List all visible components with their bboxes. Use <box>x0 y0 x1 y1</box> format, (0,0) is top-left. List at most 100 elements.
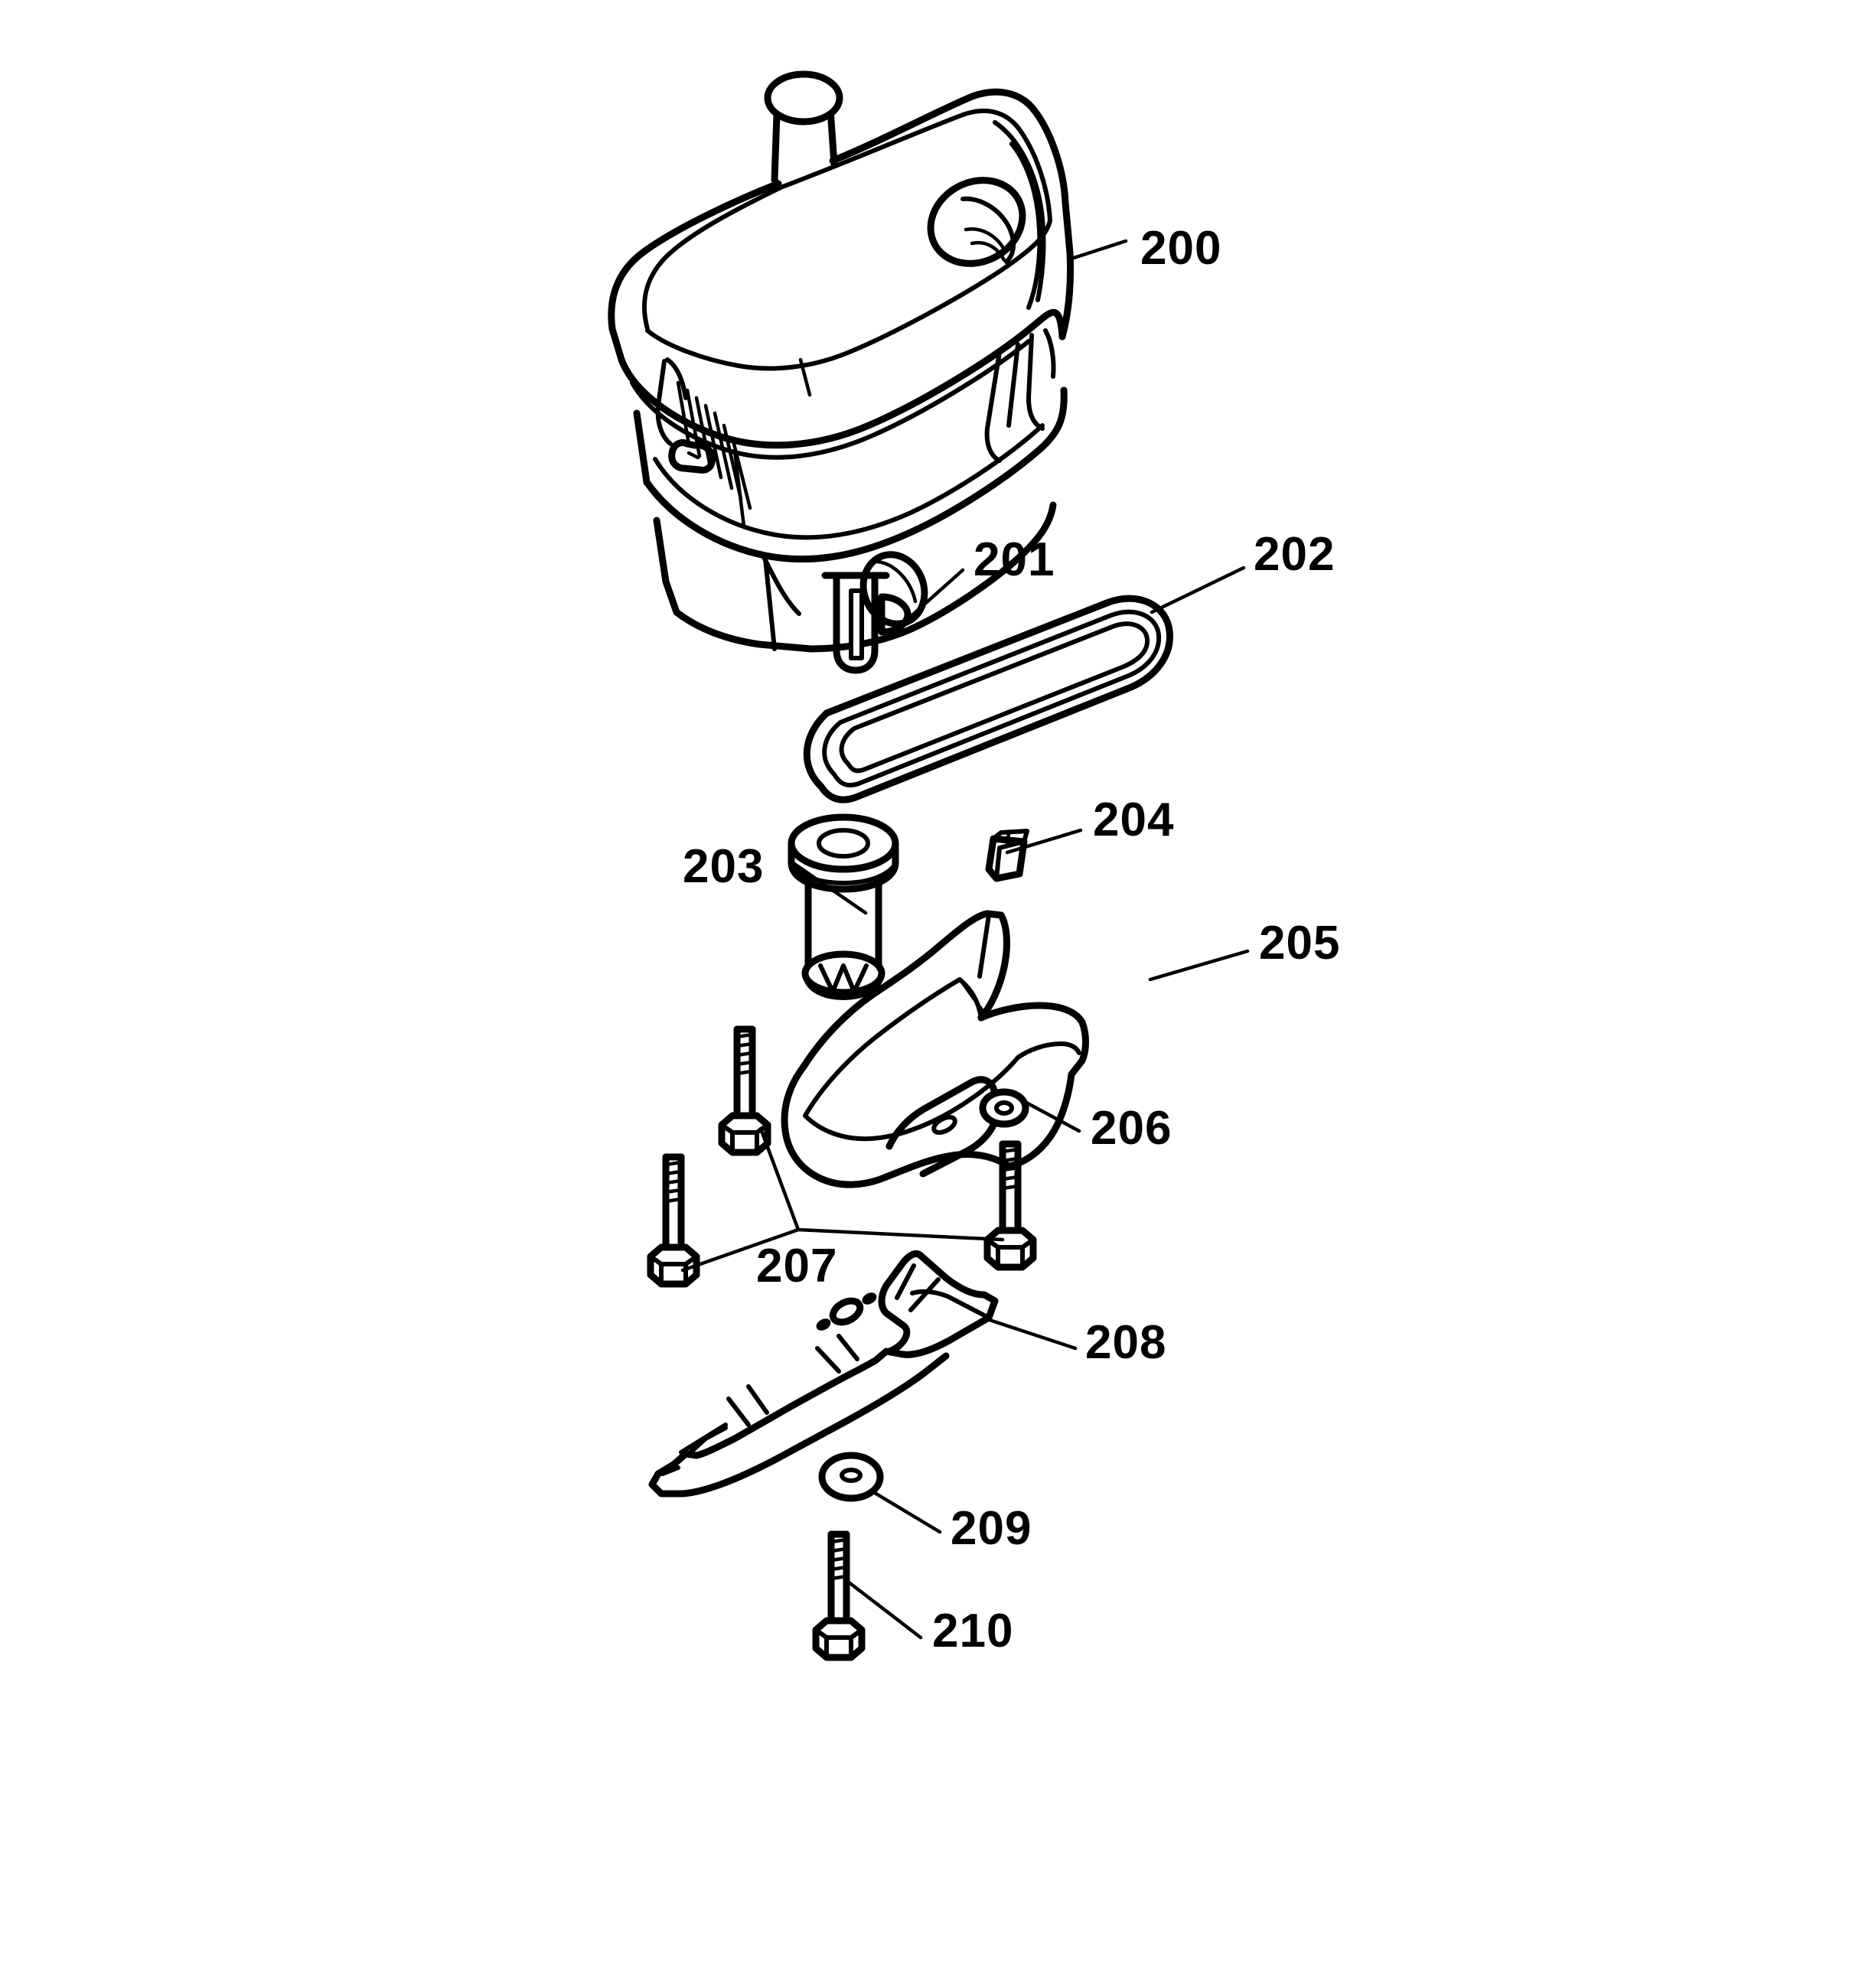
part-206-flat-washer-small[interactable] <box>979 1088 1029 1128</box>
engine-handle-inner-2 <box>1009 142 1042 310</box>
engine-fin-4 <box>703 403 723 480</box>
blade-locator-hole-left <box>816 1318 831 1331</box>
housing-right-end-cap <box>1068 1018 1089 1078</box>
engine-fin-3 <box>694 396 713 469</box>
callout-label-210[interactable]: 210 <box>932 1605 1013 1657</box>
bolt-210-thread-2 <box>829 1546 849 1553</box>
blade-crease-mid-2 <box>815 1346 841 1374</box>
bolt-210-hex-top-face <box>814 1628 864 1640</box>
engine-fin-1 <box>676 380 691 446</box>
leader-line-205 <box>1148 949 1250 982</box>
callout-label-202[interactable]: 202 <box>1254 528 1335 581</box>
blade-locator-hole-right <box>862 1292 877 1305</box>
engine-handle-inner-1 <box>993 120 1046 302</box>
washer-206-hole <box>994 1100 1014 1116</box>
bushing-bottom-collar-lower <box>803 971 884 1000</box>
belt-inner-groove <box>839 621 1150 774</box>
engine-shroud-band-lower <box>618 308 1066 449</box>
leader-line-209 <box>869 1488 942 1534</box>
part-208-mower-blade[interactable] <box>648 1250 999 1498</box>
engine-top-face-edge <box>645 218 1052 371</box>
engine-block-bottom-left <box>673 608 815 653</box>
engine-bracket-right <box>1026 333 1045 431</box>
callout-labels: 200 201 202 203 204 205 206 207 208 209 210 <box>683 222 1340 1657</box>
clip-top-fold <box>991 829 1029 844</box>
blade-wing-inner-edge <box>910 1289 991 1320</box>
washer-209-hole <box>840 1468 863 1483</box>
callout-label-208[interactable]: 208 <box>1085 1316 1166 1369</box>
key-slot <box>849 588 864 660</box>
blade-wing-crease-2 <box>908 1277 941 1312</box>
blade-centre-hole <box>829 1297 864 1326</box>
callout-label-204[interactable]: 204 <box>1093 794 1174 846</box>
engine-block-face-fold <box>760 552 801 616</box>
part-203-pulley-bushing[interactable] <box>788 813 899 1000</box>
housing-ridge-seam <box>977 913 991 979</box>
part-207-hex-bolt-set[interactable] <box>647 1025 1037 1288</box>
engine-exhaust-boss-inner <box>875 559 918 604</box>
hex-bolt-b <box>647 1153 700 1288</box>
callout-label-205[interactable]: 205 <box>1259 917 1340 970</box>
housing-right-lower <box>1005 1071 1075 1170</box>
bushing-flange-side <box>788 839 899 893</box>
housing-tab-hole <box>931 1115 957 1135</box>
engine-filler-neck-right <box>827 106 838 168</box>
part-204-retaining-clip[interactable] <box>985 829 1029 882</box>
engine-shroud-upper-left <box>608 180 782 363</box>
bolt-b-hex-top-face <box>648 1254 699 1266</box>
part-205-blade-adapter-housing[interactable] <box>781 910 1089 1188</box>
engine-fin-shroud-top <box>665 357 688 400</box>
engine-oil-cap-grip-1 <box>964 227 1006 252</box>
bolt-b-thread-2 <box>664 1169 683 1176</box>
callout-label-200[interactable]: 200 <box>1140 222 1221 275</box>
bolt-c-thread-5 <box>1000 1184 1020 1191</box>
engine-oil-cap-rim <box>960 196 1016 264</box>
part-201-woodruff-key[interactable] <box>821 572 912 674</box>
engine-filler-cap <box>764 70 843 125</box>
engine-fin-5 <box>713 411 734 490</box>
callout-label-201[interactable]: 201 <box>974 533 1055 586</box>
key-body <box>833 572 879 674</box>
engine-body-left-edge-upper <box>633 409 651 486</box>
engine-block-corner-seam <box>763 556 777 651</box>
bolt-c-hex-top-face <box>985 1237 1035 1250</box>
leader-line-207-1 <box>758 1126 801 1232</box>
housing-left-round-end <box>781 1063 890 1188</box>
leader-line-207-2 <box>680 1227 801 1273</box>
bolt-a-thread-2 <box>735 1041 755 1048</box>
belt-outer-edge <box>803 595 1173 803</box>
leader-line-203 <box>792 862 868 915</box>
bolt-210-thread-3 <box>829 1556 849 1563</box>
leader-line-208 <box>987 1318 1078 1351</box>
housing-mounting-tab <box>885 1076 1000 1178</box>
engine-bracket-tab <box>1043 328 1056 379</box>
leader-line-204 <box>1005 828 1083 855</box>
housing-seam-diag <box>959 979 987 1015</box>
bolt-a-thread-4 <box>735 1060 755 1067</box>
part-200-engine-assembly[interactable] <box>608 70 1075 653</box>
engine-seam-line-1 <box>732 449 746 529</box>
callout-label-206[interactable]: 206 <box>1091 1102 1172 1155</box>
hex-bolt-c <box>983 1140 1037 1271</box>
housing-bottom-edge <box>882 1151 1013 1181</box>
housing-ridge-right <box>977 911 1010 1022</box>
engine-body-mid-band-inner <box>653 423 1045 540</box>
leader-line-200 <box>1069 239 1128 261</box>
part-210-blade-bolt[interactable] <box>812 1530 866 1661</box>
callout-label-209[interactable]: 209 <box>951 1502 1032 1555</box>
engine-body-mid-band <box>643 386 1068 563</box>
callout-label-203[interactable]: 203 <box>683 840 764 893</box>
engine-shroud-band-inner <box>630 339 1031 460</box>
bushing-flange-edge <box>791 864 896 885</box>
part-202-drive-belt[interactable] <box>803 595 1173 803</box>
bolt-b-thread-3 <box>664 1178 683 1185</box>
callout-label-207[interactable]: 207 <box>756 1240 837 1292</box>
bushing-bottom-collar <box>801 950 885 996</box>
blade-crease-low-1 <box>746 1384 769 1415</box>
bolt-c-thread-4 <box>1000 1175 1020 1181</box>
clip-inner-fold <box>994 839 1026 881</box>
part-209-flat-washer-large[interactable] <box>818 1452 884 1502</box>
bolt-c-thread-1 <box>1000 1147 1020 1154</box>
belt-inner-edge <box>822 609 1162 788</box>
